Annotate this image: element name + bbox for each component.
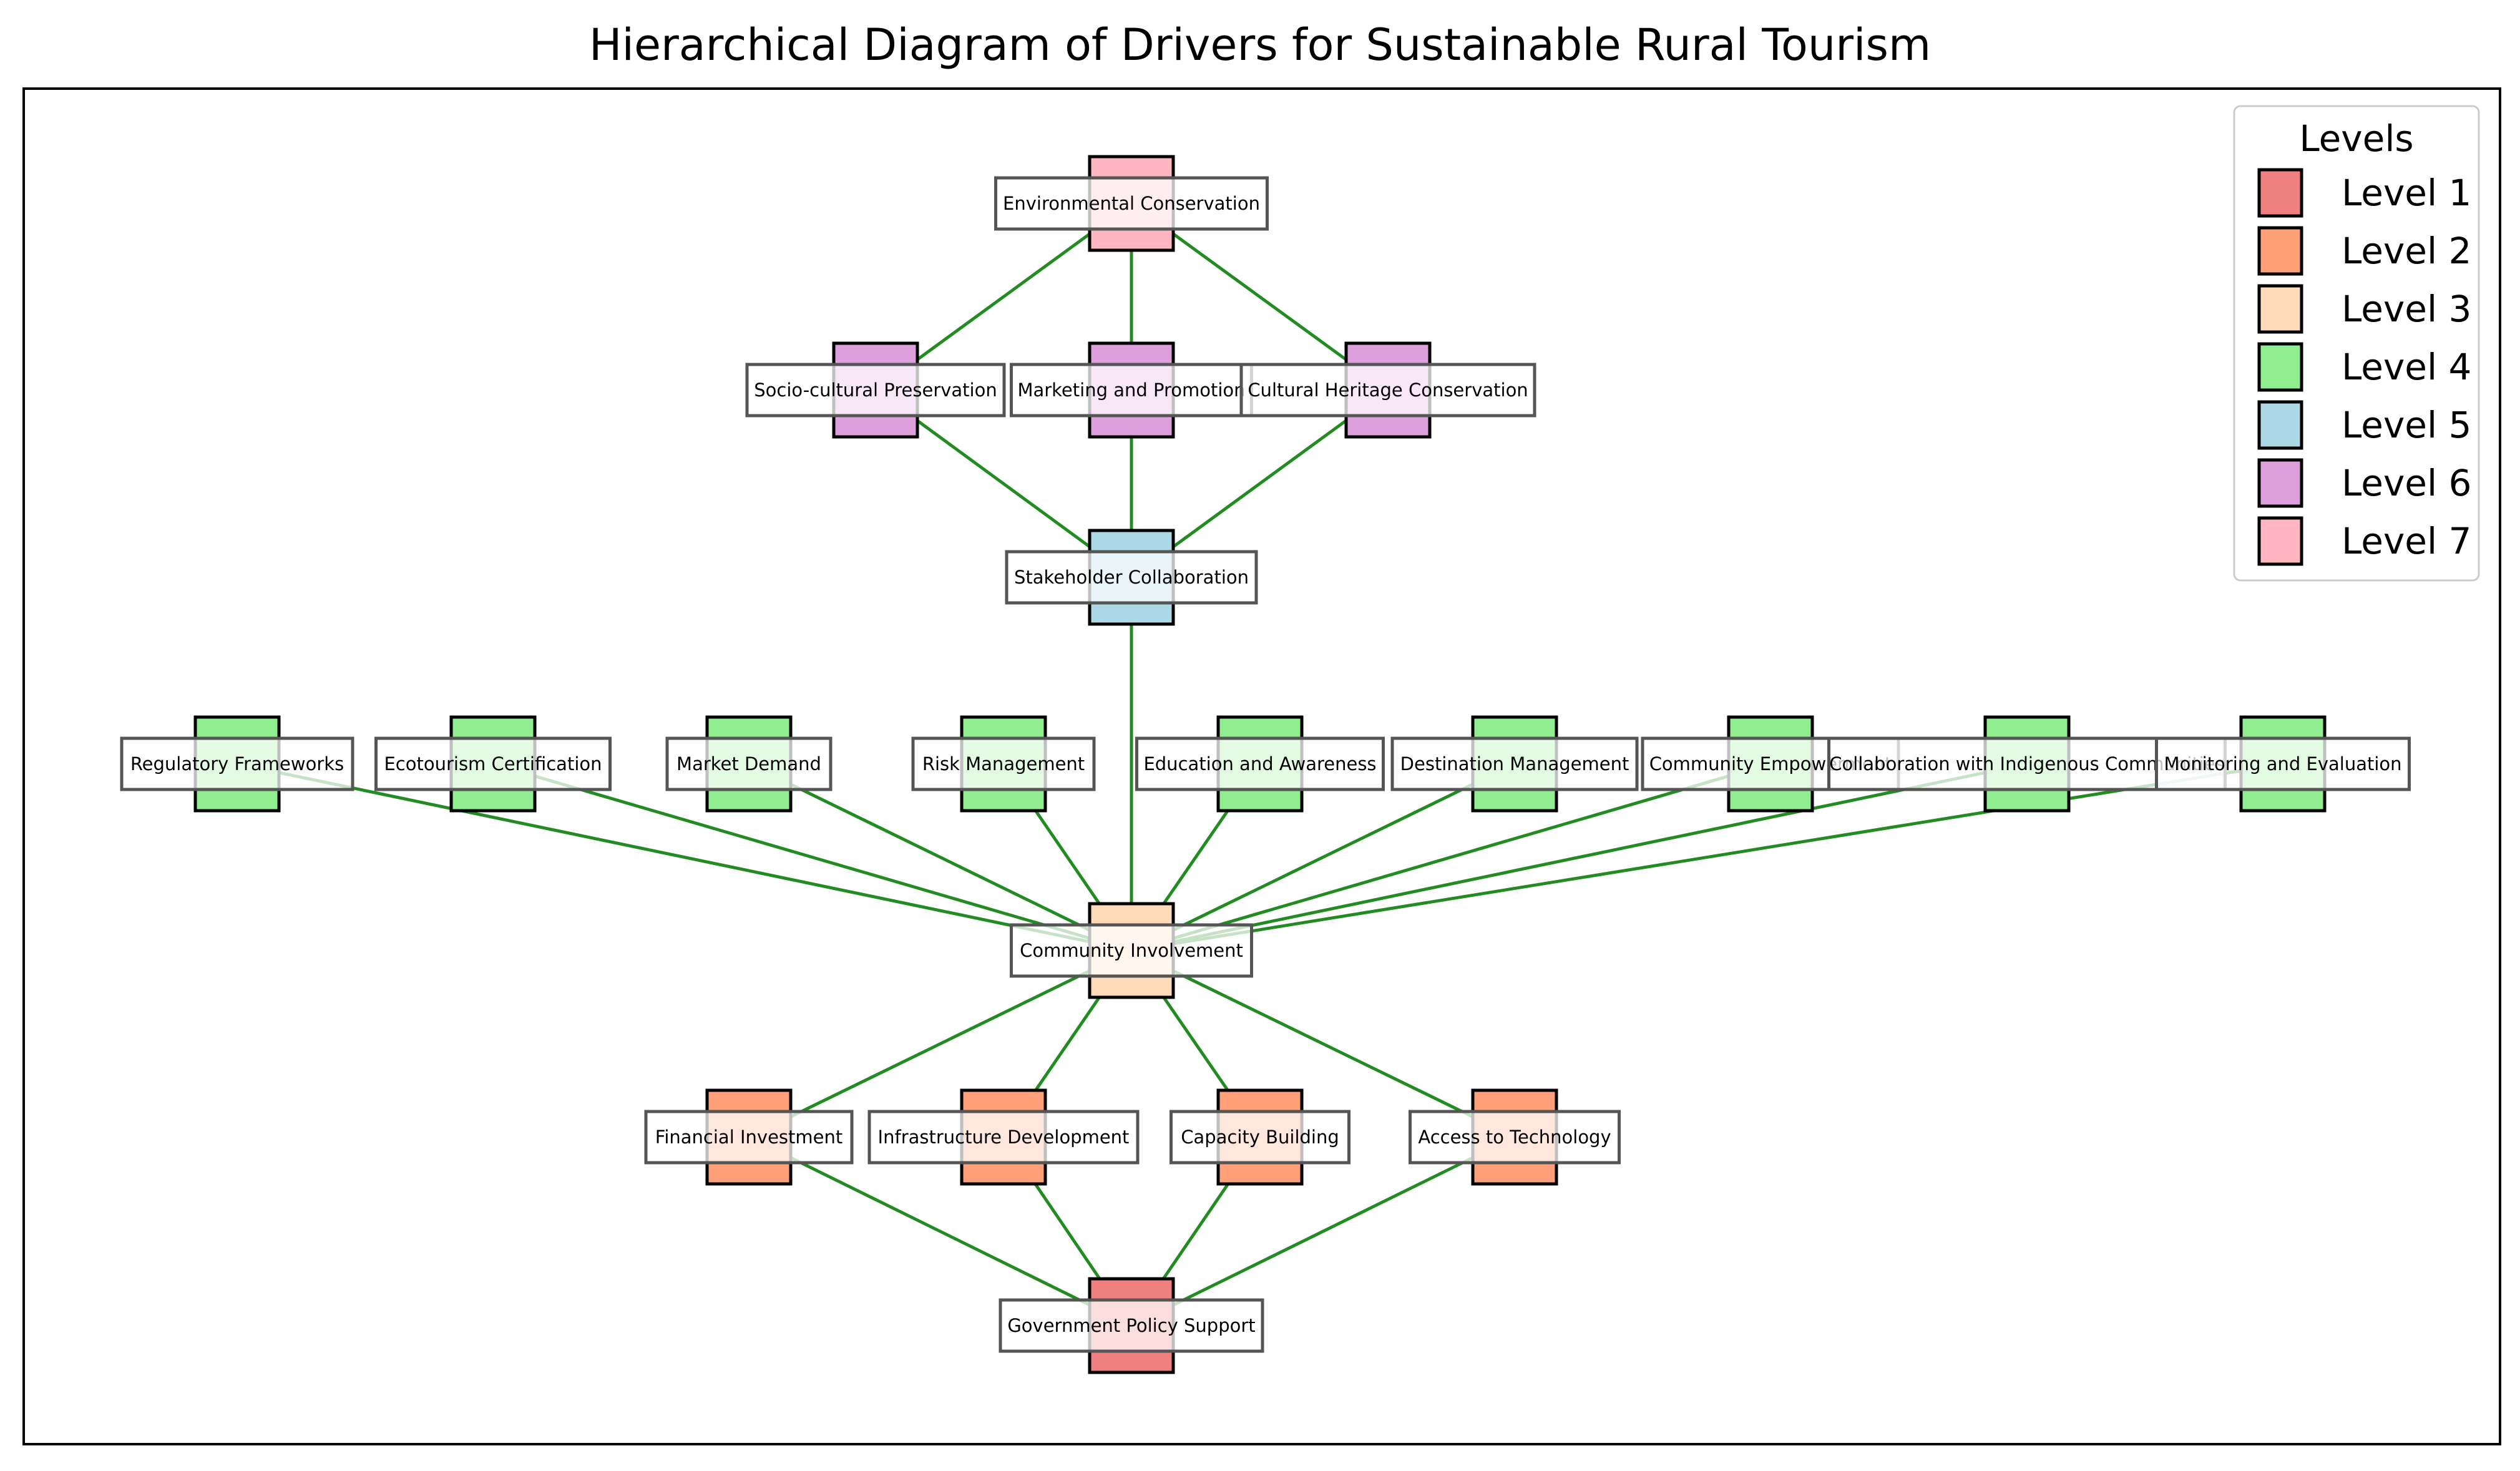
node-label: Environmental Conservation — [1003, 193, 1260, 214]
legend-swatch — [2257, 342, 2303, 392]
legend-item: Level 1 — [2257, 168, 2471, 218]
legend-item: Level 7 — [2257, 516, 2471, 566]
node-label: Cultural Heritage Conservation — [1248, 379, 1528, 401]
node-socio: Socio-cultural Preservation — [745, 341, 1006, 439]
node-fin: Financial Investment — [644, 1088, 854, 1186]
legend-label: Level 1 — [2342, 172, 2471, 214]
legend-item: Level 6 — [2257, 458, 2471, 508]
node-label-box — [2155, 736, 2411, 791]
edge-comm-dest — [1130, 762, 1516, 952]
node-label: Ecotourism Certification — [384, 753, 602, 775]
legend-swatch — [2257, 458, 2303, 508]
edge-comm-reg — [237, 762, 1132, 952]
legend-item: Level 2 — [2257, 226, 2471, 276]
node-mkt: Market Demand — [665, 715, 833, 813]
legend-title: Levels — [2299, 117, 2413, 160]
edge-fin-comm — [748, 949, 1133, 1139]
node-label-box — [120, 736, 354, 791]
node-edu: Education and Awareness — [1135, 715, 1385, 813]
node-label-box — [665, 736, 833, 791]
edge-comm-eco — [492, 762, 1132, 952]
node-label: Access to Technology — [1418, 1126, 1611, 1148]
node-label: Government Policy Support — [1007, 1315, 1255, 1336]
legend-label: Level 6 — [2342, 462, 2471, 504]
legend-label: Level 3 — [2342, 288, 2471, 330]
node-label: Community Involvement — [1020, 940, 1243, 961]
node-label: Risk Management — [922, 753, 1085, 775]
node-label-box — [644, 1110, 854, 1165]
legend-item: Level 4 — [2257, 342, 2471, 392]
nodes-layer: Government Policy Support Financial Inves… — [120, 155, 2411, 1374]
legend-label: Level 7 — [2342, 520, 2471, 562]
legend-item: Level 5 — [2257, 400, 2471, 450]
node-label: Destination Management — [1400, 753, 1629, 775]
legend-items: Level 1 Level 2 Level 3 Level 4 Level 5 Level… — [2257, 168, 2471, 566]
node-label: Socio-cultural Preservation — [754, 379, 997, 401]
node-gov: Government Policy Support — [999, 1277, 1264, 1374]
node-eco: Ecotourism Certification — [374, 715, 612, 813]
node-reg: Regulatory Frameworks — [120, 715, 354, 813]
node-label-box — [1010, 923, 1253, 978]
node-label: Marketing and Promotion — [1017, 379, 1245, 401]
node-label-box — [745, 363, 1006, 418]
legend-swatch — [2257, 168, 2303, 218]
edge-comm-mkt — [748, 762, 1133, 952]
node-label-box — [1010, 363, 1253, 418]
node-cap: Capacity Building — [1170, 1088, 1350, 1186]
diagram-title: Hierarchical Diagram of Drivers for Sust… — [588, 19, 1932, 71]
node-label-box — [1239, 363, 1536, 418]
node-label-box — [1390, 736, 1639, 791]
node-tech: Access to Technology — [1409, 1088, 1621, 1186]
legend-swatch — [2257, 284, 2303, 334]
edge-tech-comm — [1130, 949, 1516, 1139]
node-comm: Community Involvement — [1010, 902, 1253, 999]
legend-label: Level 2 — [2342, 230, 2471, 272]
node-label-box — [999, 1298, 1264, 1353]
node-label: Regulatory Frameworks — [130, 753, 344, 775]
node-infra: Infrastructure Development — [867, 1088, 1140, 1186]
legend-item: Level 3 — [2257, 284, 2471, 334]
edge-gov-fin — [748, 1135, 1133, 1327]
node-label-box — [1409, 1110, 1621, 1165]
node-risk: Risk Management — [911, 715, 1096, 813]
node-cult: Cultural Heritage Conservation — [1239, 341, 1536, 439]
node-label: Infrastructure Development — [878, 1126, 1130, 1148]
legend-swatch — [2257, 400, 2303, 450]
legend-swatch — [2257, 226, 2303, 276]
node-label-box — [994, 176, 1269, 231]
node-label: Monitoring and Evaluation — [2164, 753, 2401, 775]
node-label: Education and Awareness — [1143, 753, 1376, 775]
node-stake: Stakeholder Collaboration — [1005, 529, 1258, 626]
node-label: Market Demand — [676, 753, 821, 775]
edge-gov-tech — [1130, 1135, 1516, 1327]
edge-comm-mon — [1131, 762, 2283, 952]
node-label: Capacity Building — [1181, 1126, 1339, 1148]
edge-comm-indig — [1131, 762, 2028, 952]
legend-swatch — [2257, 516, 2303, 566]
node-label-box — [1005, 550, 1258, 605]
node-env: Environmental Conservation — [994, 155, 1269, 252]
node-label: Stakeholder Collaboration — [1014, 567, 1249, 588]
legend-label: Level 4 — [2342, 346, 2471, 388]
node-label-box — [1170, 1110, 1350, 1165]
node-label: Financial Investment — [655, 1126, 842, 1148]
node-label-box — [1135, 736, 1385, 791]
edge-comm-emp — [1131, 762, 1771, 952]
node-mktp: Marketing and Promotion — [1010, 341, 1253, 439]
node-mon: Monitoring and Evaluation — [2155, 715, 2411, 813]
node-label-box — [911, 736, 1096, 791]
legend-label: Level 5 — [2342, 404, 2471, 446]
node-label-box — [374, 736, 612, 791]
node-dest: Destination Management — [1390, 715, 1639, 813]
node-label-box — [867, 1110, 1140, 1165]
